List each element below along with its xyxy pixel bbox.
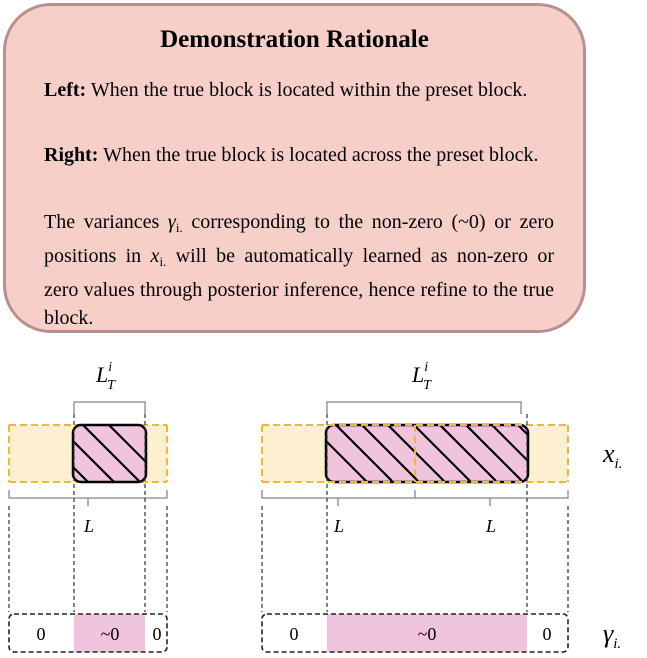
right-preset-borders (261, 424, 569, 483)
right-text: When the true block is located across th… (103, 144, 539, 166)
summary-part3: will be automatically learned as non-zer… (44, 245, 554, 329)
summary-part2: corresponding to the non-zero (~0) or ze… (44, 211, 554, 267)
right-true-block-hatch (326, 425, 528, 482)
x-symbol: x (150, 245, 160, 267)
left-explanation: Left: When the true block is located wit… (44, 76, 554, 104)
x-subscript: i. (159, 254, 167, 269)
right-brace (326, 401, 522, 414)
left-gamma-value-2: ~0 (101, 624, 120, 644)
gamma-symbol: γ (167, 211, 176, 233)
right-heading: Right: (44, 144, 99, 166)
left-text: When the true block is located within th… (90, 79, 528, 101)
right-gamma-nonzero-cell (327, 614, 527, 652)
left-gamma-block (8, 613, 168, 653)
gamma-subscript: i. (175, 220, 183, 235)
left-gamma-nonzero-cell (74, 614, 145, 652)
left-true-block-hatch (73, 425, 146, 482)
rationale-box: Demonstration Rationale Left: When the t… (3, 3, 586, 333)
right-explanation: Right: When the true block is located ac… (44, 141, 554, 169)
left-block-label: L (83, 516, 94, 536)
right-gamma-value-1: 0 (290, 624, 299, 644)
left-bottom-bracket (8, 490, 168, 499)
gamma-row-label: γi. (603, 619, 621, 652)
summary-explanation: The variances γi. corresponding to the n… (44, 208, 554, 332)
right-block-label-1: L (333, 516, 344, 536)
x-row-label: xi. (602, 439, 622, 472)
left-gamma-value-3: 0 (153, 624, 162, 644)
right-gamma-block (261, 613, 569, 653)
summary-part1: The variances (44, 211, 168, 233)
left-heading: Left: (44, 79, 87, 101)
left-brace (73, 401, 146, 414)
right-block-label-2: L (485, 516, 496, 536)
left-true-block-border (71, 423, 148, 484)
right-gamma-value-2: ~0 (418, 624, 437, 644)
rationale-title: Demonstration Rationale (160, 26, 429, 53)
left-gamma-value-1: 0 (37, 624, 46, 644)
right-gamma-value-3: 0 (543, 624, 552, 644)
right-true-block (326, 425, 528, 482)
left-true-block (73, 425, 146, 482)
